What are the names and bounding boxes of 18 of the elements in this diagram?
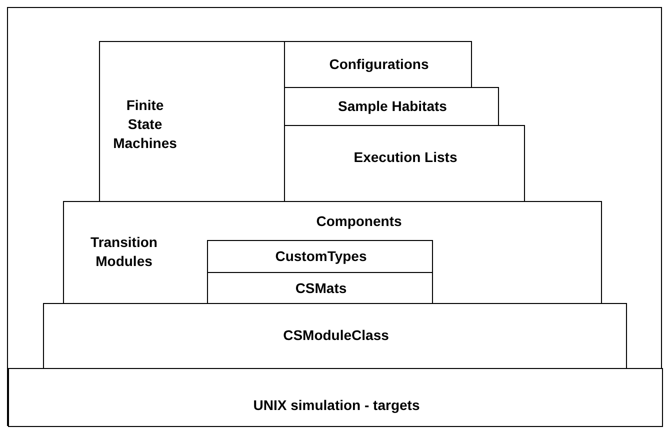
- frame-box: [7, 7, 662, 426]
- layer-label: Execution Lists: [352, 148, 458, 167]
- layer-label: Transition Modules: [90, 233, 158, 271]
- layer-label: Sample Habitats: [337, 97, 448, 116]
- layer-box: [207, 272, 433, 305]
- layer-label: UNIX simulation - targets: [252, 396, 421, 415]
- layer-label: Finite State Machines: [112, 96, 178, 153]
- base-band: [8, 368, 663, 427]
- layer-label: CSMats: [294, 279, 348, 298]
- layer-label: Configurations: [328, 55, 430, 74]
- layer-box: [207, 240, 433, 273]
- layer-box: [99, 41, 285, 202]
- layer-box: [43, 303, 627, 369]
- layer-box: [284, 41, 472, 88]
- layer-label: CSModuleClass: [282, 326, 390, 345]
- layer-label: CustomTypes: [274, 247, 368, 266]
- layer-box: [63, 201, 602, 304]
- layer-label: Components: [315, 212, 403, 231]
